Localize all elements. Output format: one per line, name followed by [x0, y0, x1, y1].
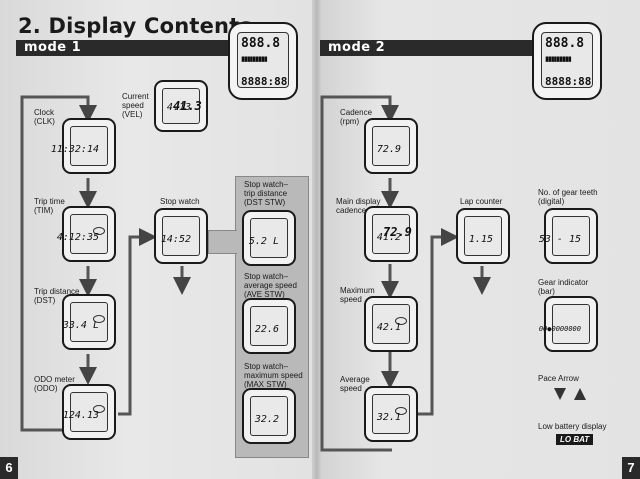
label-low-battery: Low battery display — [538, 422, 607, 431]
label-clock: Clock (CLK) — [34, 108, 55, 126]
label-stw-ave: Stop watch– average speed (AVE STW) — [244, 272, 297, 299]
label-max-speed: Maximum speed — [340, 286, 375, 304]
label-stw-dst: Stop watch– trip distance (DST STW) — [244, 180, 289, 207]
device-stw-dst: 5.2 L — [242, 210, 296, 266]
label-gear-indicator: Gear indicator (bar) — [538, 278, 589, 296]
label-pace-arrow: Pace Arrow — [538, 374, 579, 383]
page-gutter — [312, 0, 322, 479]
device-stw-ave: 22.6 — [242, 298, 296, 354]
device-trip-time: 4:12:35 — [57, 206, 116, 262]
label-trip-distance: Trip distance (DST) — [34, 287, 80, 305]
device-stw-max: 32.2 — [242, 388, 296, 444]
device-gear-indicator: 00●0000000 — [539, 296, 598, 352]
label-current-speed: Current speed (VEL) — [122, 92, 149, 119]
full-display-screen: 888.8 ▮▮▮▮▮▮▮▮▮ 8888:88 — [541, 32, 593, 88]
label-cadence: Cadence (rpm) — [340, 108, 373, 126]
label-gear-teeth: No. of gear teeth (digital) — [538, 188, 598, 206]
pace-arrow-icon — [554, 388, 586, 400]
page-number-right: 7 — [622, 457, 640, 479]
device-cadence: 72.9 — [364, 118, 418, 174]
label-trip-time: Trip time (TIM) — [34, 197, 65, 215]
label-stw-max: Stop watch– maximum speed (MAX STW) — [244, 362, 303, 389]
device-ave-speed: 32.1 — [364, 386, 418, 442]
device-max-speed: 42.1 — [364, 296, 418, 352]
page-number-left: 6 — [0, 457, 18, 479]
label-odo: ODO meter (ODO) — [34, 375, 75, 393]
device-gear-teeth: 53 - 15 — [539, 208, 598, 264]
page-title: 2. Display Contents — [18, 14, 253, 38]
label-ave-speed: Average speed — [340, 375, 370, 393]
label-main-cadence: Main display cadence — [336, 197, 381, 215]
section-title-mode2: mode 2 — [328, 40, 386, 55]
lo-bat-badge: LO BAT — [556, 434, 594, 445]
section-title-mode1: mode 1 — [24, 40, 82, 55]
device-stop-watch: 14:52 — [154, 208, 208, 264]
device-current-speed: 41.3 4.13 — [154, 80, 208, 132]
label-stop-watch: Stop watch — [160, 197, 200, 206]
device-lap-counter: 1.15 — [456, 208, 510, 264]
device-main-cadence: 72.9 41.2 — [364, 206, 418, 262]
device-trip-distance: 33.4 L — [62, 294, 116, 350]
full-display-screen: 888.8 ▮▮▮▮▮▮▮▮▮ 8888:88 — [237, 32, 289, 88]
section-bar-mode2: mode 2 — [320, 40, 532, 56]
device-odo: 124.13 — [62, 384, 116, 440]
label-lap-counter: Lap counter — [460, 197, 503, 206]
stop-watch-connector — [208, 230, 237, 254]
full-display-device-left: 888.8 ▮▮▮▮▮▮▮▮▮ 8888:88 — [228, 22, 298, 100]
section-bar-mode1: mode 1 — [16, 40, 248, 56]
device-clock: 11:32:14 — [51, 118, 116, 174]
full-display-device-right: 888.8 ▮▮▮▮▮▮▮▮▮ 8888:88 — [532, 22, 602, 100]
